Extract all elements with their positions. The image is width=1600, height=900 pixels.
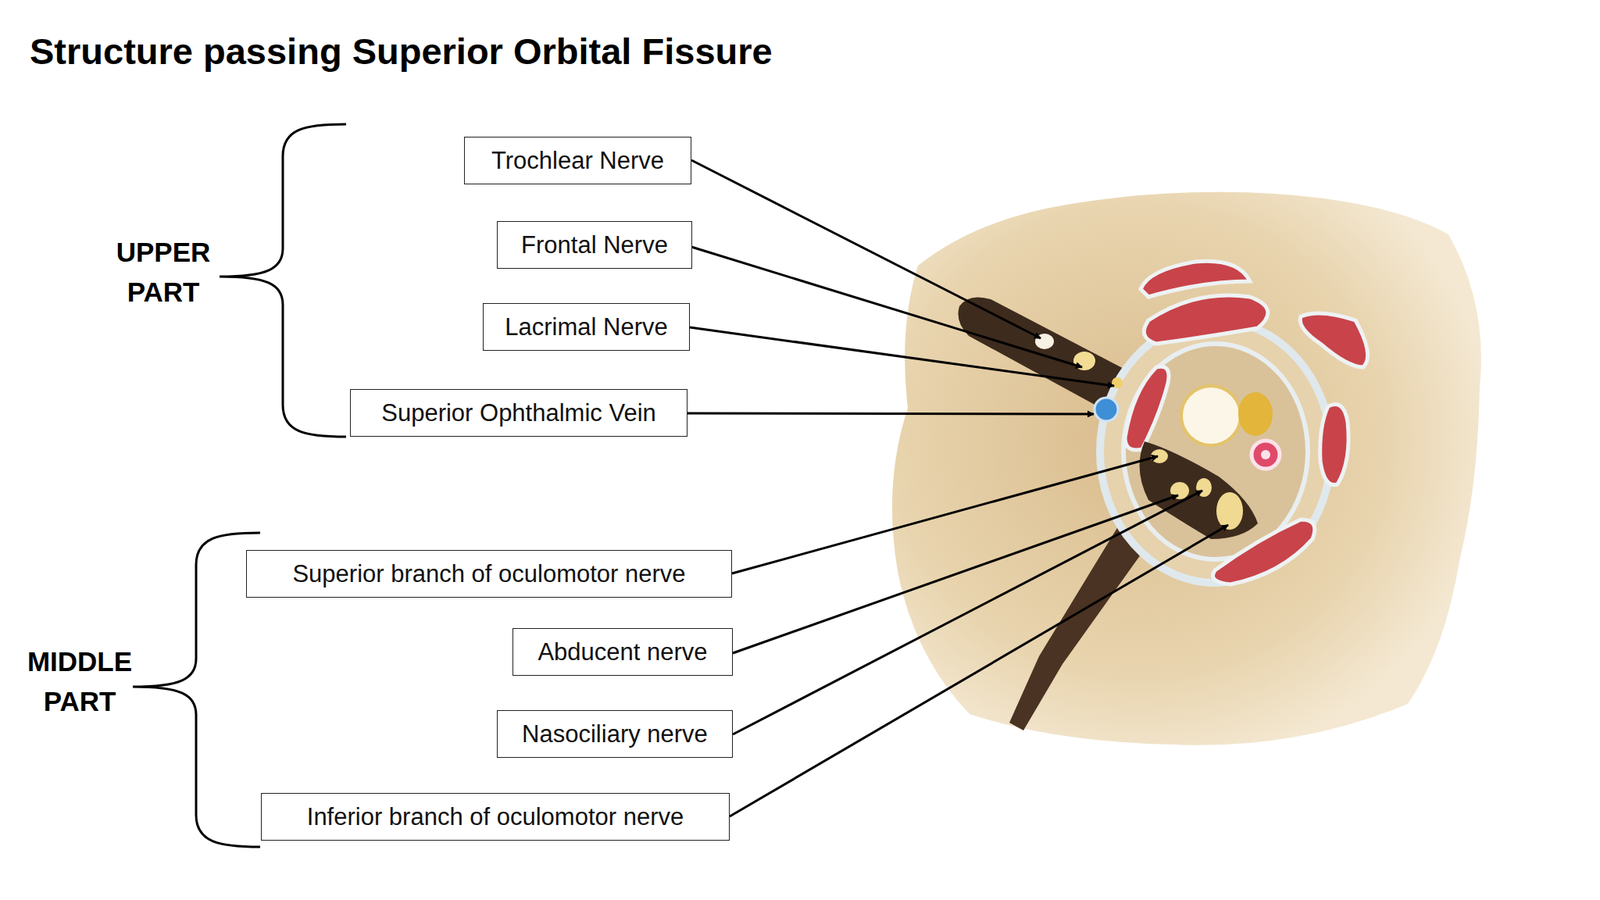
artery-lumen	[1260, 450, 1271, 460]
label-text: Inferior branch of oculomotor nerve	[307, 803, 684, 832]
group-label: MIDDLE PART	[13, 642, 147, 722]
muscle	[1140, 260, 1250, 297]
label-text: Frontal Nerve	[521, 231, 668, 260]
bracket	[132, 532, 261, 847]
nerve-section	[1216, 492, 1243, 530]
fissure-streak	[958, 296, 1134, 411]
vein-section	[1094, 397, 1118, 422]
group-label: UPPER PART	[96, 232, 230, 313]
nerve-section	[1238, 392, 1273, 436]
label-text: Nasociliary nerve	[521, 720, 708, 749]
label-box: Trochlear Nerve	[464, 136, 692, 185]
muscle	[1125, 366, 1169, 450]
label-box: Superior Ophthalmic Vein	[350, 389, 688, 437]
leader-line	[729, 525, 1229, 817]
bone-surface	[892, 192, 1482, 746]
muscle	[1143, 295, 1268, 344]
label-text: Superior branch of oculomotor nerve	[292, 560, 686, 589]
nerve-section	[1196, 478, 1212, 497]
muscle	[1320, 404, 1349, 486]
leader-line	[689, 327, 1115, 386]
label-text: Superior Ophthalmic Vein	[381, 399, 657, 428]
leader-line	[687, 413, 1094, 415]
optic-nerve	[1181, 385, 1241, 446]
muscle	[1300, 313, 1368, 368]
leader-line	[691, 160, 1041, 339]
label-text: Trochlear Nerve	[491, 146, 665, 175]
label-box: Abducent nerve	[512, 628, 733, 676]
label-box: Inferior branch of oculomotor nerve	[260, 792, 730, 841]
label-box: Frontal Nerve	[496, 221, 693, 269]
label-text: Lacrimal Nerve	[504, 313, 668, 342]
leader-line	[732, 495, 1179, 654]
bracket	[219, 124, 347, 437]
label-box: Superior branch of oculomotor nerve	[246, 550, 733, 598]
diagram-title: Structure passing Superior Orbital Fissu…	[29, 29, 773, 73]
nerve-section	[1150, 449, 1168, 464]
ophthalmic-artery	[1251, 440, 1280, 469]
ring-inner	[1123, 343, 1308, 560]
label-box: Lacrimal Nerve	[482, 303, 690, 351]
leader-line	[732, 490, 1203, 735]
leader-line	[732, 456, 1158, 574]
leader-line	[691, 246, 1083, 368]
nerve-section	[1073, 351, 1096, 371]
label-box: Nasociliary nerve	[496, 710, 733, 758]
label-text: Abducent nerve	[537, 638, 708, 667]
